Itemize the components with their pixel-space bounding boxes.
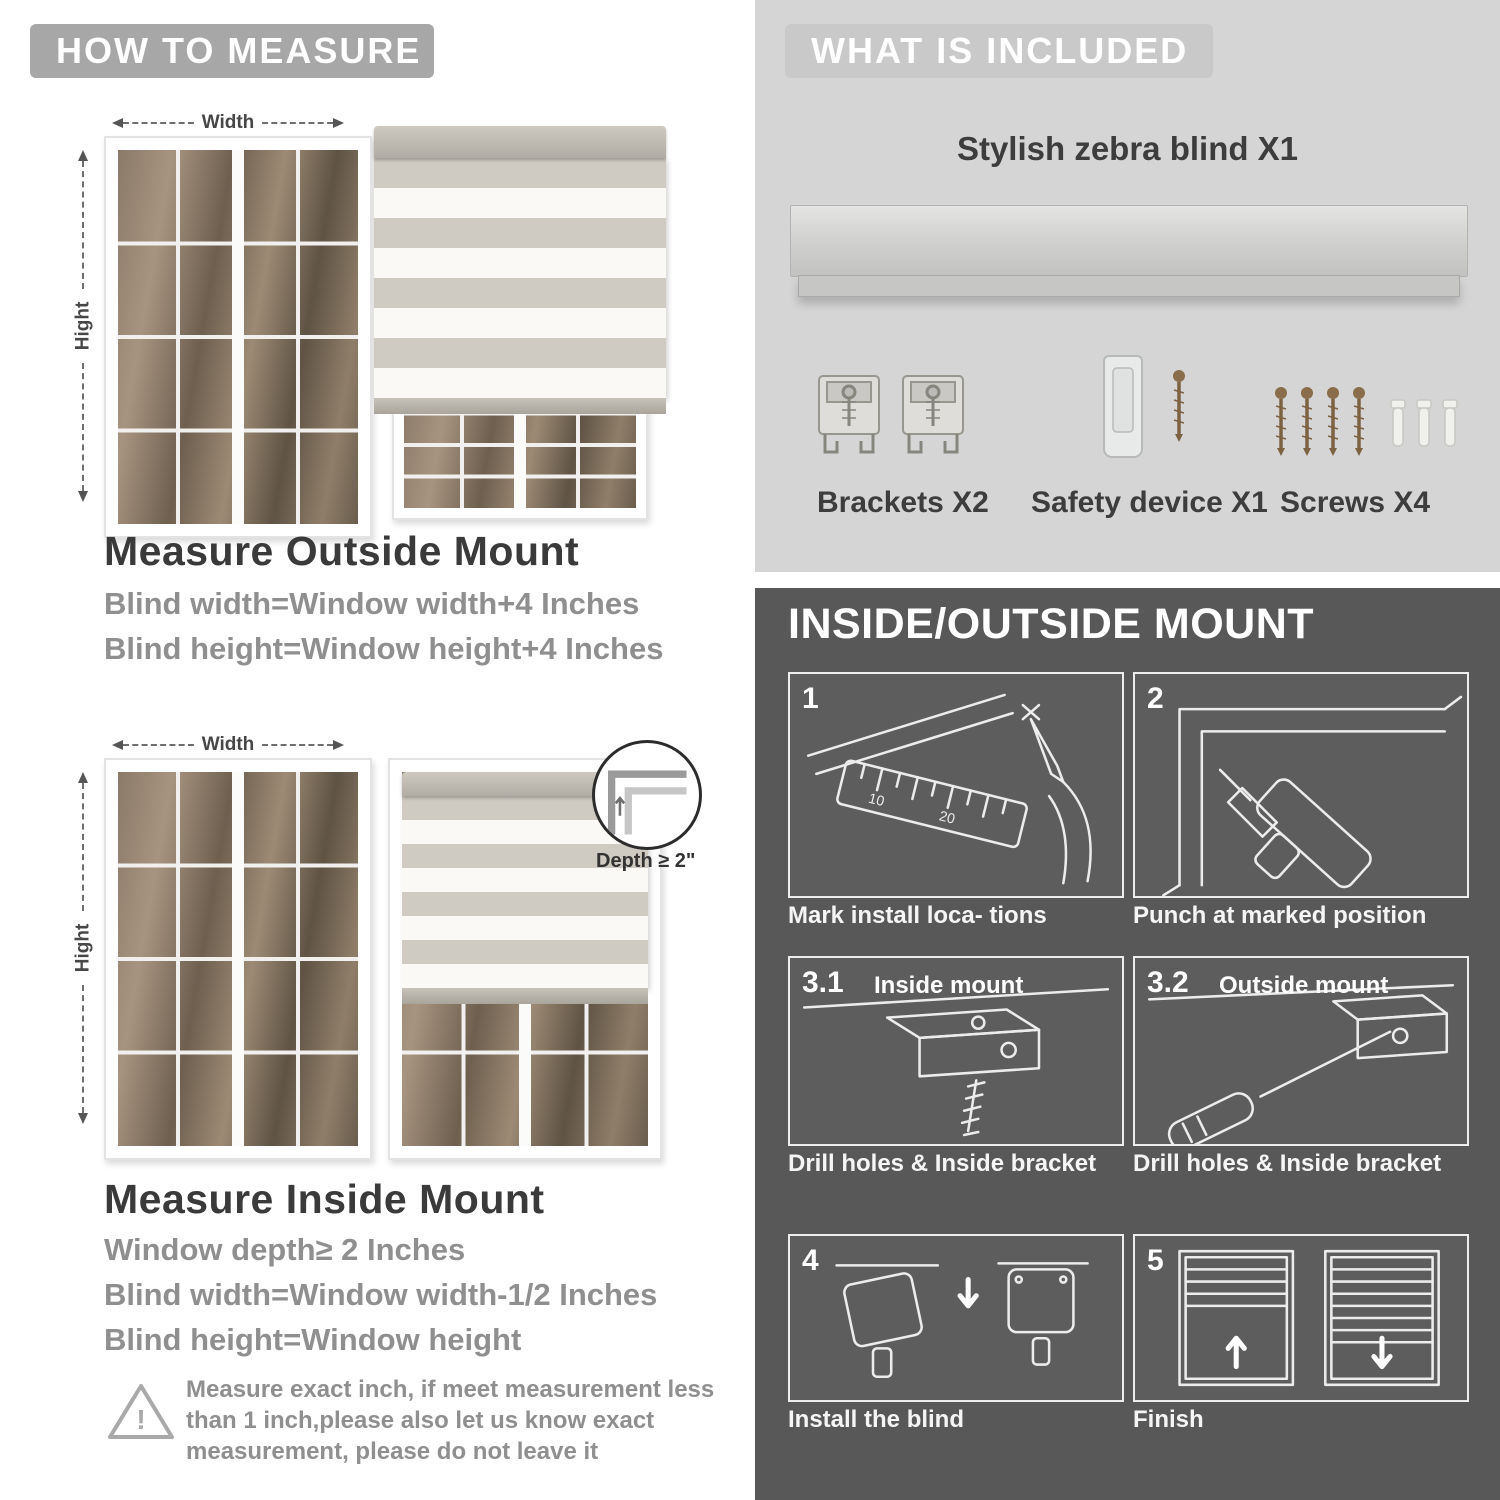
step-number: 2 [1147,682,1164,715]
blind-stripes [374,158,666,398]
note-line-1: Measure exact inch, if meet measurement … [186,1376,715,1403]
inside-bracket-art [802,987,1110,1137]
note-line-3: measurement, please do not leave it [186,1438,599,1465]
width-label: Width [201,112,255,133]
height-dimension-arrow-inside: Hight [72,772,94,1124]
arrow-left-icon [112,740,123,750]
window-illustration-outside [104,136,372,538]
step-caption-5: Finish [1133,1406,1204,1433]
step-panel-3-2: 3.2 Outside mount [1133,956,1469,1146]
outside-mount-title: Measure Outside Mount [104,528,580,574]
width-label: Width [201,734,255,755]
brackets-label: Brackets X2 [817,486,989,519]
zebra-blind-outside-illustration [374,126,666,520]
step-caption-2: Punch at marked position [1133,902,1427,929]
headrail-illustration [790,205,1468,277]
height-label: Hight [72,923,94,973]
mark-locations-art: 10 20 [806,693,1092,885]
arrow-down-icon [78,491,88,502]
outside-mount-spec-height: Blind height=Window height+4 Inches [104,631,664,666]
safety-device-label: Safety device X1 [1031,486,1268,519]
product-name: Stylish zebra blind X1 [956,130,1299,167]
step-panel-2: 2 [1133,672,1469,898]
inside-mount-spec-width: Blind width=Window width-1/2 Inches [104,1277,658,1312]
step-panel-1: 1 10 20 [788,672,1124,898]
blind-bottom-bar [374,398,666,414]
arrow-right-icon [333,740,344,750]
height-label: Hight [72,301,94,351]
depth-label: Depth ≥ 2" [596,850,696,872]
how-to-measure-title: HOW TO MEASURE [56,30,422,71]
arrow-up-icon [78,150,88,161]
window-glass [118,150,358,524]
outside-mount-label: Outside mount [1219,972,1389,999]
safety-device-icon [1103,355,1185,458]
mount-instructions-section: INSIDE/OUTSIDE MOUNT 1 10 20 [755,588,1500,1500]
how-to-measure-header: HOW TO MEASURE [30,24,434,78]
step-number: 3.1 [802,966,844,999]
step-panel-3-1: 3.1 Inside mount [788,956,1124,1146]
width-dimension-arrow-inside: Width [112,734,344,756]
drill-art [1162,695,1463,896]
outside-mount-spec-width: Blind width=Window width+4 Inches [104,586,640,621]
inside-mount-title: Measure Inside Mount [104,1176,545,1222]
width-dimension-arrow-outside: Width [112,112,344,134]
brackets-icon [818,375,964,454]
wall-anchors-icon [1390,399,1458,447]
step-caption-3-1: Drill holes & Inside bracket [788,1150,1097,1177]
step-panel-4: 4 [788,1234,1124,1402]
note-line-2: than 1 inch,please also let us know exac… [186,1407,655,1434]
arrow-right-icon [333,118,344,128]
step-panel-5: 5 [1133,1234,1469,1402]
window-illustration-inside [104,758,372,1160]
window-corner-depth-icon [608,770,687,835]
what-is-included-header: WHAT IS INCLUDED [785,24,1213,78]
what-is-included-section: WHAT IS INCLUDED Stylish zebra blind X1 [755,0,1500,572]
warning-triangle-icon: ! [108,1384,174,1439]
inside-mount-spec-height: Blind height=Window height [104,1322,522,1357]
arrow-up-icon [78,772,88,783]
inside-mount-spec-depth: Window depth≥ 2 Inches [104,1232,466,1267]
inside-mount-label: Inside mount [874,972,1024,999]
install-blind-art [835,1262,1089,1378]
finish-art [1178,1249,1440,1387]
screws-icon [1275,387,1458,456]
headrail-lip [798,275,1460,297]
blind-bottom-bar [402,988,648,1004]
step-number: 1 [802,682,819,715]
arrow-left-icon [112,118,123,128]
blind-cassette [374,126,666,158]
mount-section-title: INSIDE/OUTSIDE MOUNT [788,600,1315,648]
step-number: 5 [1147,1244,1164,1277]
ruler-mark-10: 10 [867,791,886,810]
arrow-down-icon [78,1113,88,1124]
step-caption-4: Install the blind [788,1406,965,1433]
screw-icon [1173,370,1185,442]
ruler-mark-20: 20 [937,808,956,827]
warning-exclamation: ! [136,1404,145,1435]
step-caption-1: Mark install loca- tions [788,902,1047,929]
outside-bracket-art [1147,983,1455,1144]
inside-blind [402,772,648,1004]
depth-detail-magnifier [592,740,702,850]
window-glass [118,772,358,1146]
height-dimension-arrow-outside: Hight [72,150,94,502]
screws-label: Screws X4 [1280,486,1431,519]
what-is-included-title: WHAT IS INCLUDED [811,30,1189,71]
step-number: 3.2 [1147,966,1189,999]
step-number: 4 [802,1244,819,1277]
measurement-note: Measure exact inch, if meet measurement … [186,1374,714,1467]
step-caption-3-2: Drill holes & Inside bracket [1133,1150,1442,1177]
